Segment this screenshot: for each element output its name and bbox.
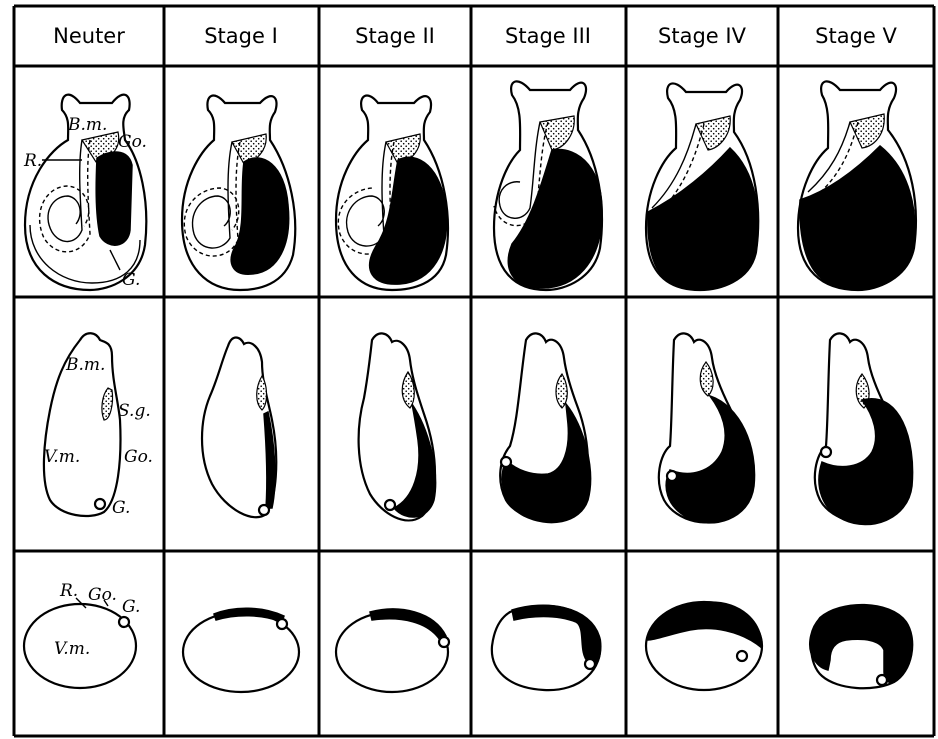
- row-2-side-view: B.m. S.g. V.m. Go. G.: [44, 333, 913, 524]
- header-stage-5: Stage V: [815, 24, 897, 48]
- stage-3-longitudinal-section: [494, 81, 602, 290]
- stage-4-transverse-section: [646, 602, 762, 690]
- stage-4-longitudinal-section: [646, 83, 758, 290]
- label-sg-r2: S.g.: [118, 401, 151, 421]
- stage-4-side-view: [659, 333, 755, 522]
- label-vm-r2: V.m.: [44, 447, 80, 467]
- label-g-r2: G.: [112, 498, 130, 518]
- stage-3-side-view: [500, 333, 590, 522]
- header-stage-1: Stage I: [204, 24, 278, 48]
- header-row: Neuter Stage I Stage II Stage III Stage …: [53, 24, 897, 48]
- label-g-r3: G.: [122, 597, 140, 617]
- table-grid: [14, 6, 934, 736]
- label-go-r3: Go.: [88, 585, 117, 605]
- stage-3-transverse-section: [492, 605, 601, 690]
- label-r-r1: R.: [23, 151, 42, 171]
- header-stage-2: Stage II: [355, 24, 435, 48]
- stage-2-side-view: [359, 333, 436, 520]
- neuter-side-view: B.m. S.g. V.m. Go. G.: [44, 333, 153, 518]
- stage-5-longitudinal-section: [798, 81, 916, 290]
- stage-1-longitudinal-section: [182, 96, 295, 290]
- stage-1-transverse-section: [183, 608, 299, 692]
- stage-5-transverse-section: [810, 605, 913, 688]
- stage-5-side-view: [815, 333, 913, 524]
- label-bm-r2: B.m.: [65, 355, 105, 375]
- neuter-transverse-section: R. Go. G. V.m.: [24, 581, 140, 688]
- label-go-r1: Go.: [118, 132, 147, 152]
- label-g-r1: G.: [122, 270, 140, 290]
- header-stage-4: Stage IV: [658, 24, 747, 48]
- label-vm-r3: V.m.: [54, 639, 90, 659]
- label-go-r2: Go.: [124, 447, 153, 467]
- label-r-r3: R.: [59, 581, 78, 601]
- row-1-longitudinal: B.m. Go. R. G.: [23, 81, 916, 290]
- header-stage-3: Stage III: [505, 24, 591, 48]
- label-bm-r1: B.m.: [67, 115, 107, 135]
- stage-2-longitudinal-section: [336, 96, 448, 290]
- neuter-longitudinal-section: B.m. Go. R. G.: [23, 95, 147, 290]
- header-neuter: Neuter: [53, 24, 125, 48]
- stage-1-side-view: [202, 338, 276, 518]
- stage-2-transverse-section: [336, 609, 449, 692]
